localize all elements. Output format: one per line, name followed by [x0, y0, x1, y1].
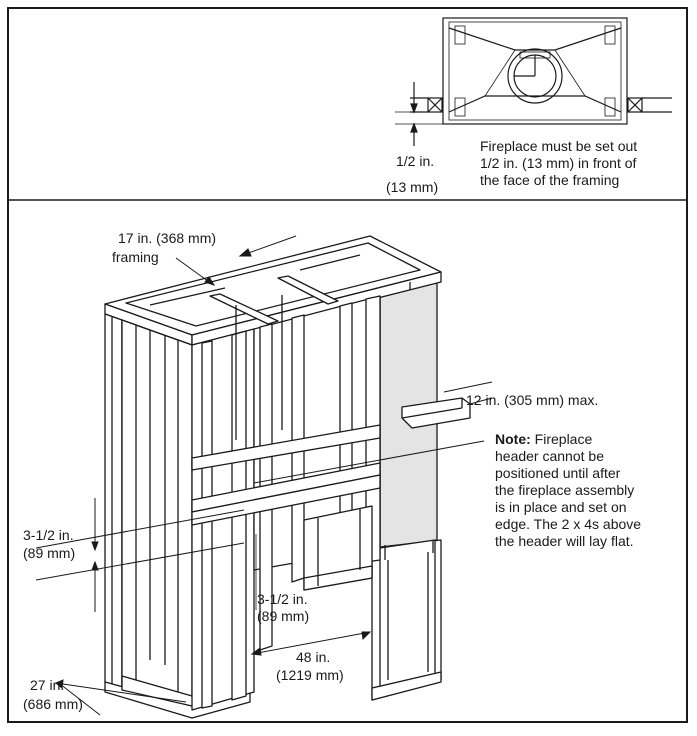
mid-dim-line-1: 3-1/2 in.	[257, 591, 308, 607]
framing-spacing-line-2: framing	[112, 249, 159, 265]
inset-offset-label-2: (13 mm)	[386, 179, 438, 195]
note-line-1: Fireplace	[531, 431, 593, 447]
dimension-lines	[35, 235, 493, 716]
note-line-4: the fireplace assembly	[495, 482, 634, 498]
depth-dim-line-1: 27 in.	[30, 677, 64, 693]
inset-note-line-1: Fireplace must be set out	[480, 138, 637, 154]
note-line-2: header cannot be	[495, 448, 604, 464]
flue-circle	[507, 48, 563, 104]
note-block: Note: Fireplace	[495, 431, 592, 447]
note-line-5: is in place and set on	[495, 499, 627, 515]
left-dim-line-2: (89 mm)	[23, 545, 75, 561]
note-label: Note:	[495, 431, 531, 447]
depth-dim-line-2: (686 mm)	[23, 696, 83, 712]
width-dim-line-1: 48 in.	[296, 649, 330, 665]
width-dim-line-2: (1219 mm)	[276, 667, 344, 683]
framing-drawing	[104, 235, 471, 719]
fireplace-top-outline	[442, 17, 628, 125]
inset-top-view	[395, 17, 672, 146]
header-depth-label: 12 in. (305 mm) max.	[466, 392, 598, 408]
inset-offset-label-1: 1/2 in.	[396, 153, 434, 169]
framing-spacing-line-1: 17 in. (368 mm)	[118, 230, 216, 246]
inset-note-line-2: 1/2 in. (13 mm) in front of	[480, 155, 637, 171]
left-dim-line-1: 3-1/2 in.	[23, 527, 74, 543]
outer-border	[7, 7, 688, 723]
note-line-3: positioned until after	[495, 465, 621, 481]
note-line-6: edge. The 2 x 4s above	[495, 516, 641, 532]
note-line-7: the header will lay flat.	[495, 533, 634, 549]
inset-note-line-3: the face of the framing	[480, 172, 619, 188]
mid-dim-line-2: (89 mm)	[257, 608, 309, 624]
